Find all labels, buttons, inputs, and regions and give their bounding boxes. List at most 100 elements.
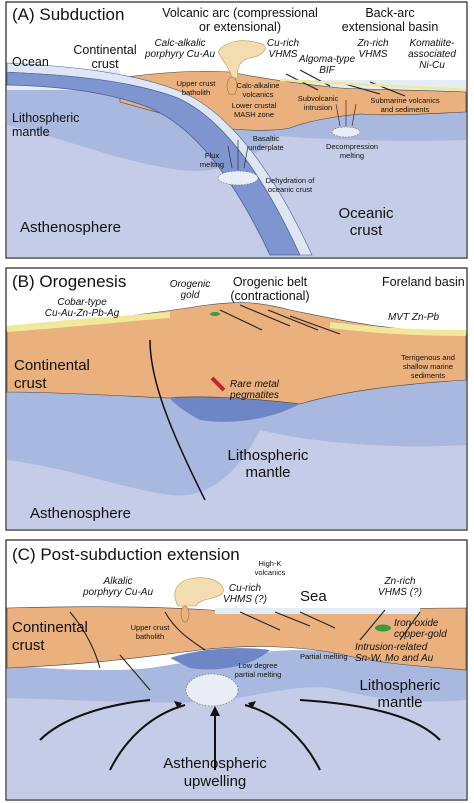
basaltic-underplate-1: Basaltic (253, 134, 280, 143)
lithospheric-mantle-c-2: mantle (377, 694, 422, 711)
panel-a-flux-melting-zone (217, 170, 259, 186)
terrigenous-1: Terrigenous and (401, 353, 455, 362)
upwelling-arrow-1 (109, 704, 186, 771)
intrusion-related-2: Sn-W, Mo and Au (355, 653, 434, 664)
lithospheric-mantle-a-1: Lithospheric (12, 111, 79, 125)
volcanic-arc-line-2: or extensional) (199, 20, 281, 34)
mvt: MVT Zn-Pb (388, 312, 440, 323)
batholith-a-1: Upper crust (177, 79, 217, 88)
calc-alkalic-1: Calc-alkalic (154, 38, 205, 49)
asthenosphere-a: Asthenosphere (20, 219, 121, 236)
panel-c-title: (C) Post-subduction extension (12, 545, 240, 564)
flux-melting-2: melting (200, 160, 224, 169)
panel-c-lithospheric-mantle (7, 650, 466, 703)
cu-rich-vhms-c-1: Cu-rich (229, 583, 262, 594)
submarine-2: and sediments (381, 105, 430, 114)
iocg-2: copper-gold (394, 629, 447, 640)
panel-c-iocg-lens (375, 624, 391, 632)
panel-a-flux-arrows (227, 140, 249, 170)
panel-a-sediments (279, 78, 467, 92)
foreland-basin: Foreland basin (382, 275, 465, 289)
cu-rich-vhms-c-2: VHMS (?) (223, 594, 267, 605)
orogenic-gold-1: Orogenic (170, 279, 211, 290)
panel-c-batholith (180, 605, 190, 623)
decompression-2: melting (340, 151, 364, 160)
volcanic-arc-line-1: Volcanic arc (compressional (162, 6, 318, 20)
panel-a-batholith (226, 76, 238, 96)
panel-b-title: (B) Orogenesis (12, 272, 126, 291)
upwelling-arrow-3 (244, 704, 321, 771)
cobar-1: Cobar-type (57, 297, 107, 308)
panel-a-oceanic-crust-band (6, 62, 313, 256)
back-arc-line-2: extensional basin (342, 20, 439, 34)
decompression-1: Decompression (326, 142, 378, 151)
terrigenous-2: shallow marine (403, 362, 453, 371)
panel-b-thrusts (219, 304, 341, 335)
high-k-1: High-K (259, 559, 282, 568)
panel-a-decompression-arrows (335, 100, 357, 127)
sea-label: Sea (300, 588, 327, 605)
zn-rich-vhms-a-1: Zn-rich (356, 38, 389, 49)
back-arc-line-1: Back-arc (365, 6, 414, 20)
high-k-2: volcanics (255, 568, 286, 577)
panel-b-main-thrust (149, 339, 206, 501)
panel-b-gold-lens (210, 312, 220, 316)
dehydration-2: oceanic crust (268, 185, 313, 194)
asthenospheric-upwelling-2: upwelling (184, 773, 247, 790)
panel-c: (C) Post-subduction extension High-K vol… (5, 539, 468, 801)
continental-crust-b-1: Continental (14, 357, 90, 374)
upwelling-arrow-5 (299, 699, 441, 741)
rare-metal-1: Rare metal (230, 379, 280, 390)
upwelling-arrowhead-2 (210, 706, 220, 716)
ocean-label: Ocean (12, 55, 49, 69)
batholith-c-1: Upper crust (131, 623, 171, 632)
oceanic-crust-1: Oceanic (338, 205, 394, 222)
alkalic-1: Alkalic (103, 576, 133, 587)
zn-rich-vhms-c-2: VHMS (?) (378, 587, 422, 598)
zn-rich-vhms-c-1: Zn-rich (383, 576, 416, 587)
orogenic-belt-1: Orogenic belt (233, 275, 308, 289)
algoma-1: Algoma-type (298, 54, 356, 65)
continental-crust-c-1: Continental (12, 619, 88, 636)
alkalic-2: porphyry Cu-Au (82, 587, 153, 598)
mash-2: MASH zone (234, 110, 274, 119)
panel-c-low-degree-melting-zone (185, 673, 239, 707)
algoma-2: BIF (319, 65, 335, 76)
basaltic-underplate-2: underplate (248, 143, 283, 152)
rare-metal-2: pegmatites (229, 390, 279, 401)
lithospheric-mantle-b-2: mantle (245, 464, 290, 481)
asthenosphere-b: Asthenosphere (30, 505, 131, 522)
mash-1: Lower crustal (232, 101, 277, 110)
asthenospheric-upwelling-1: Asthenospheric (163, 755, 267, 772)
orogenic-gold-2: gold (181, 290, 200, 301)
upwelling-arrow-4 (39, 699, 151, 741)
komatiite-2: associated (408, 49, 456, 60)
continental-crust-a-1: Continental (73, 43, 136, 57)
continental-crust-b-2: crust (14, 375, 47, 392)
oceanic-crust-2: crust (350, 222, 383, 239)
panel-b-pegmatite (210, 376, 226, 392)
dehydration-1: Dehydration of (266, 176, 316, 185)
calc-alkalic-2: porphyry Cu-Au (144, 49, 215, 60)
upwelling-arrowhead-1 (174, 701, 182, 709)
panel-b-root (170, 396, 300, 422)
subvolcanic-1: Subvolcanic (298, 94, 339, 103)
panel-b: (B) Orogenesis Orogenic gold Orogenic be… (5, 267, 468, 531)
komatiite-1: Komatiite- (409, 38, 455, 49)
orogenic-belt-2: (contractional) (230, 289, 309, 303)
low-degree-1: Low degree (238, 661, 277, 670)
subvolcanic-2: intrusion (304, 103, 332, 112)
partial-melting: Partial melting (300, 652, 348, 661)
iocg-1: Iron-oxide (394, 618, 439, 629)
lithospheric-mantle-b-1: Lithospheric (228, 447, 309, 464)
zn-rich-vhms-a-2: VHMS (359, 49, 388, 60)
continental-crust-c-2: crust (12, 637, 45, 654)
calc-alkaline-volcanics-2: volcanics (243, 90, 274, 99)
panel-a-volcanic-plume (217, 40, 266, 79)
low-degree-2: partial melting (235, 670, 282, 679)
flux-melting-1: Flux (205, 151, 219, 160)
komatiite-3: Ni-Cu (419, 60, 445, 71)
panel-c-continental-crust (6, 606, 467, 671)
panel-a: (A) Subduction Volcanic arc (compression… (5, 1, 468, 259)
